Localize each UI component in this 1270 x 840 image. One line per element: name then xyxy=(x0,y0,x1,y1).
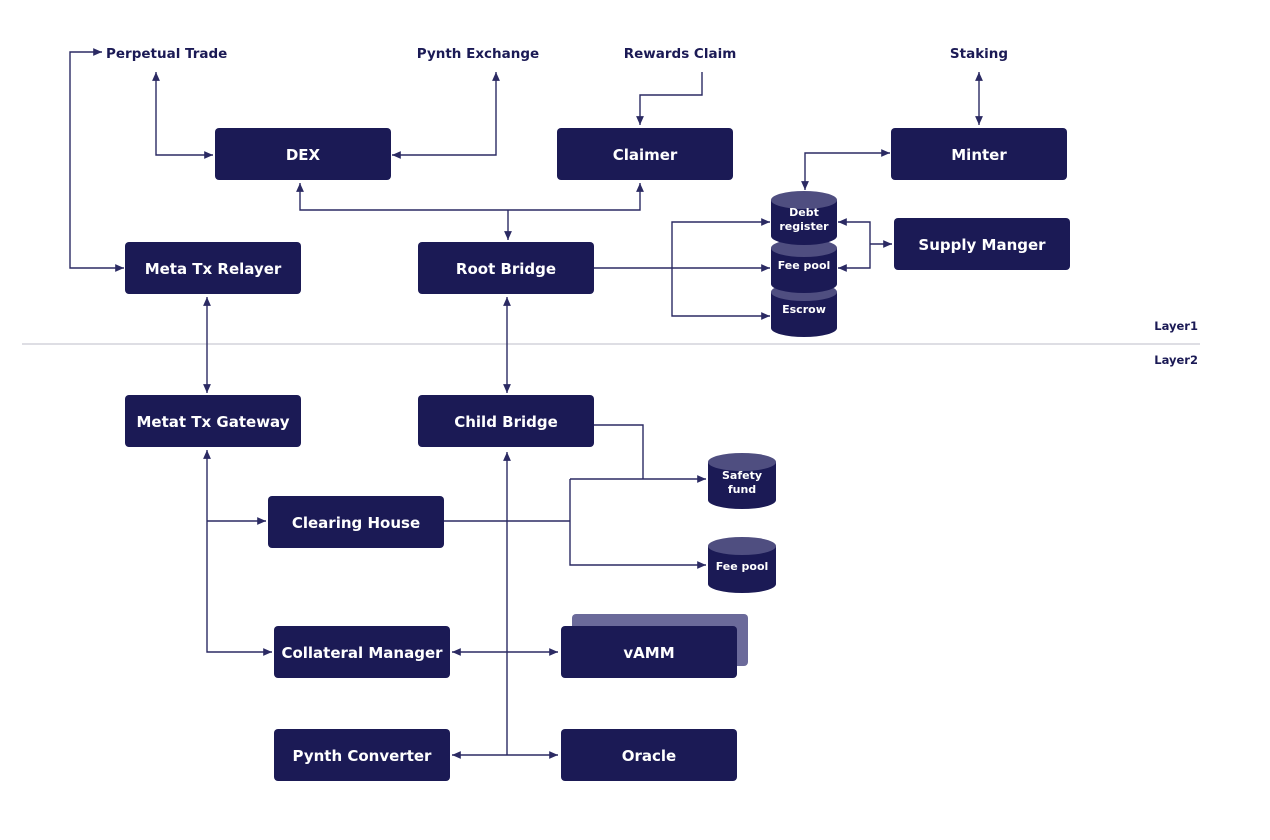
metat-tx-gateway-box[interactable]: Metat Tx Gateway xyxy=(125,395,301,447)
dex-to-pynth-exchange-connector xyxy=(392,72,500,159)
dex-label: DEX xyxy=(286,146,321,164)
supply-manager-label: Supply Manger xyxy=(918,236,1046,254)
root-bridge-box[interactable]: Root Bridge xyxy=(418,242,594,294)
rewards-claim-label: Rewards Claim xyxy=(624,46,737,62)
vamm-box[interactable]: vAMM xyxy=(561,614,748,678)
oracle-label: Oracle xyxy=(622,747,676,765)
collateral-manager-label: Collateral Manager xyxy=(281,644,443,662)
to-l2-fee-pool-connector xyxy=(569,479,706,569)
pynth-converter-box[interactable]: Pynth Converter xyxy=(274,729,450,781)
supply-manager-box[interactable]: Supply Manger xyxy=(894,218,1070,270)
meta-tx-relayer-box[interactable]: Meta Tx Relayer xyxy=(125,242,301,294)
child-bridge-label: Child Bridge xyxy=(454,413,558,431)
debt-register-db: Debt register xyxy=(771,191,837,245)
fee-pool-l2-label: Fee pool xyxy=(716,560,769,573)
child-bridge-branch-connector xyxy=(594,424,644,479)
meta-tx-relayer-label: Meta Tx Relayer xyxy=(145,260,282,278)
claimer-to-rewards-connector xyxy=(636,72,703,125)
fee-pool-l2-db: Fee pool xyxy=(708,537,776,593)
pynth-converter-label: Pynth Converter xyxy=(293,747,432,765)
debt-register-to-minter-connector xyxy=(801,149,890,190)
oracle-box[interactable]: Oracle xyxy=(561,729,737,781)
safety-fund-db: Safety fund xyxy=(708,453,776,509)
escrow-label: Escrow xyxy=(782,303,826,316)
staking-label: Staking xyxy=(950,46,1008,62)
claimer-label: Claimer xyxy=(613,146,678,164)
layer2-label: Layer2 xyxy=(1154,353,1198,367)
vamm-label: vAMM xyxy=(623,644,674,662)
root-bridge-label: Root Bridge xyxy=(456,260,556,278)
metat-tx-gateway-label: Metat Tx Gateway xyxy=(137,413,290,431)
claimer-box[interactable]: Claimer xyxy=(557,128,733,180)
gateway-to-collateral-connector xyxy=(203,450,272,656)
child-bridge-box[interactable]: Child Bridge xyxy=(418,395,594,447)
minter-label: Minter xyxy=(951,146,1007,164)
safety-fund-line2: fund xyxy=(728,483,756,496)
debt-register-line1: Debt xyxy=(789,206,819,219)
supply-manager-bracket-connector xyxy=(838,218,871,272)
connectors xyxy=(69,48,983,759)
clearing-house-label: Clearing House xyxy=(292,514,420,532)
debt-register-line2: register xyxy=(779,220,829,233)
dex-to-perpetual-connector xyxy=(152,72,213,159)
dex-box[interactable]: DEX xyxy=(215,128,391,180)
pynth-exchange-label: Pynth Exchange xyxy=(417,46,539,62)
debt-register-escrow-connector xyxy=(671,218,770,320)
collateral-manager-box[interactable]: Collateral Manager xyxy=(274,626,450,678)
perpetual-trade-label: Perpetual Trade xyxy=(106,46,227,62)
relayer-to-perpetual-connector xyxy=(69,48,124,272)
dex-claimer-bus-connector xyxy=(296,183,644,211)
fee-pool-l1-db: Fee pool xyxy=(771,239,837,293)
minter-box[interactable]: Minter xyxy=(891,128,1067,180)
layer1-label: Layer1 xyxy=(1154,319,1198,333)
safety-fund-line1: Safety xyxy=(722,469,762,482)
clearing-house-box[interactable]: Clearing House xyxy=(268,496,444,548)
fee-pool-l1-label: Fee pool xyxy=(778,259,831,272)
